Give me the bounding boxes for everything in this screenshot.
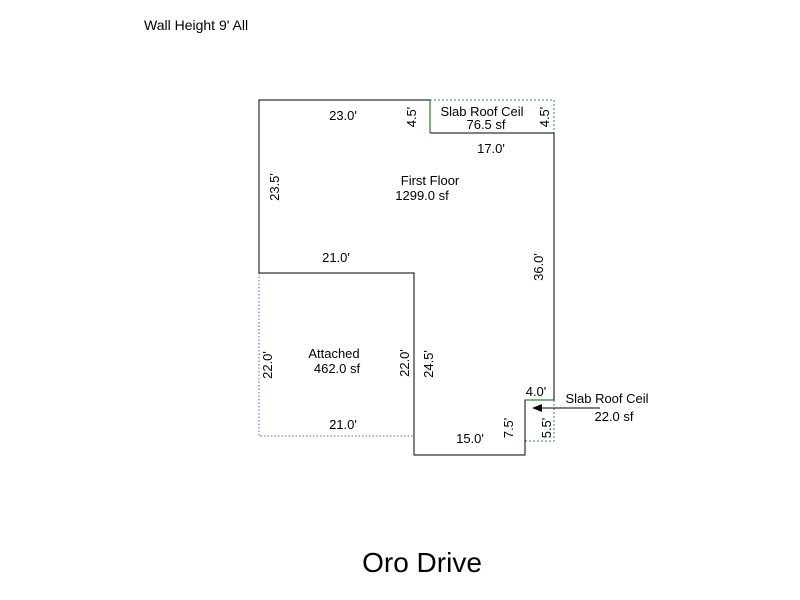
- dim-first-floor-step-top: 17.0': [477, 141, 505, 156]
- first-floor-outline: [258, 99, 555, 456]
- dim-first-floor-notch-bottom: 4.0': [526, 384, 547, 399]
- slab-roof-bottom: [525, 400, 555, 442]
- attached-name: Attached: [308, 346, 359, 361]
- dim-first-floor-left: 23.5': [267, 173, 282, 201]
- slab-bottom-outline: [525, 400, 555, 442]
- attached-area: 462.0 sf: [314, 361, 361, 376]
- dim-slab-top-right: 4.5': [537, 107, 552, 128]
- dim-first-floor-top: 23.0': [329, 108, 357, 123]
- dim-first-floor-mid: 21.0': [322, 250, 350, 265]
- dim-first-floor-bottom: 15.0': [456, 431, 484, 446]
- attached-outline: [258, 273, 414, 437]
- slab-top-outline: [430, 99, 555, 133]
- slab-roof-top: [430, 99, 555, 133]
- plan-title: Oro Drive: [362, 547, 482, 578]
- slab-top-name: Slab Roof Ceil: [440, 104, 523, 119]
- first-floor-area: 1299.0 sf: [395, 188, 449, 203]
- wall-height-note: Wall Height 9' All: [144, 17, 248, 33]
- pointer-arrow-head: [532, 404, 542, 412]
- first-floor-name: First Floor: [401, 173, 460, 188]
- dim-slab-bottom-right: 5.5': [539, 418, 554, 439]
- dim-first-floor-bottom-right: 7.5': [501, 418, 516, 439]
- slab-top-area: 76.5 sf: [466, 117, 505, 132]
- slab-bottom-name: Slab Roof Ceil: [565, 391, 648, 406]
- dim-attached-left: 22.0': [260, 351, 275, 379]
- attached-room: [258, 273, 414, 437]
- dim-first-floor-inner-left: 24.5': [421, 350, 436, 378]
- dim-attached-right: 22.0': [397, 349, 412, 377]
- dim-attached-bottom: 21.0': [329, 417, 357, 432]
- dim-first-floor-right: 36.0': [531, 253, 546, 281]
- slab-bottom-area: 22.0 sf: [594, 409, 633, 424]
- dim-first-floor-notch-right: 4.5': [404, 107, 419, 128]
- slab-pointer: [532, 404, 600, 412]
- first-floor-room: [258, 99, 555, 456]
